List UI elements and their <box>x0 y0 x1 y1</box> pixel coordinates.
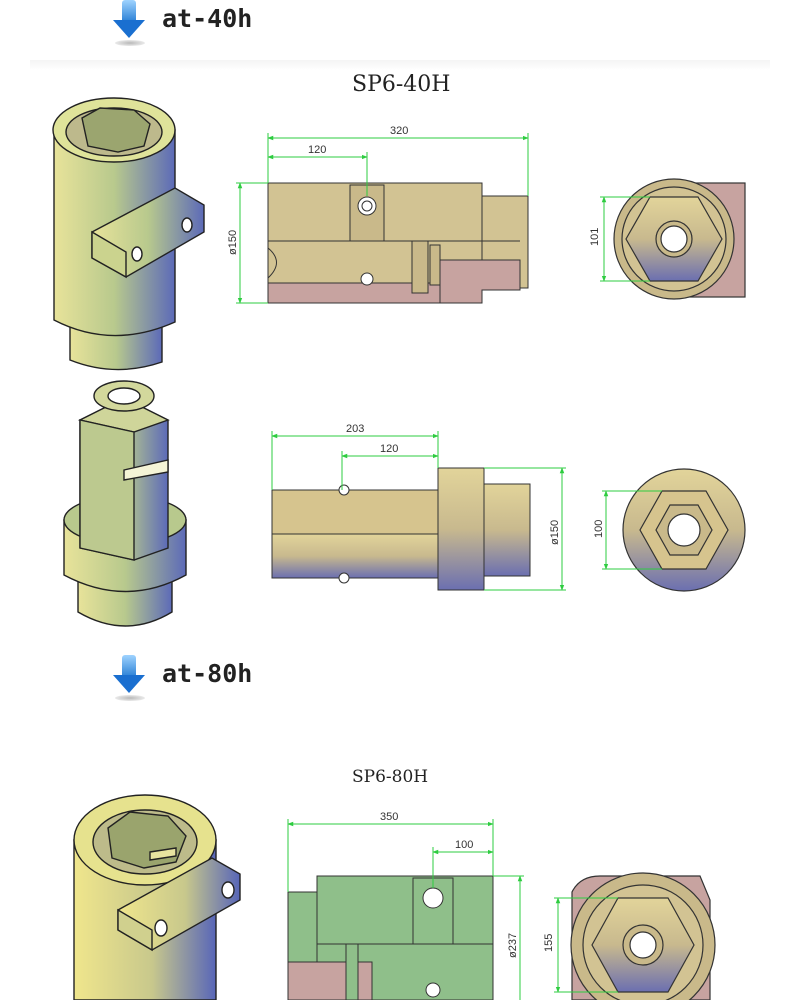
section-label: at-40h <box>162 4 253 33</box>
socket-3d-render-80h <box>73 794 241 1000</box>
socket-3d-render <box>52 97 205 371</box>
dim-diameter-label: ø237 <box>507 933 519 958</box>
section-header-at-40h: at-40h <box>0 0 800 50</box>
dim-length-label: 350 <box>380 811 398 823</box>
dim-offset-label: 120 <box>308 144 326 156</box>
dim-end-size-label: 100 <box>593 520 605 538</box>
end-view-drawing-80h <box>570 872 716 1000</box>
dim-length-label: 203 <box>346 423 364 435</box>
section-header-at-80h: at-80h <box>0 655 800 705</box>
dim-offset-label: 100 <box>455 839 473 851</box>
side-view-drawing-80h <box>287 875 494 1000</box>
dim-offset-label: 120 <box>380 443 398 455</box>
blue-down-arrow-icon <box>113 655 147 701</box>
dim-length-label: 320 <box>390 125 408 137</box>
divider <box>30 60 770 70</box>
side-view-dimensions: 320 120 ø150 <box>227 125 529 304</box>
side-view-drawing <box>267 182 529 304</box>
end-view-dimensions: 101 <box>589 196 650 282</box>
shank-side-view-dimensions: 203 120 ø150 <box>271 423 566 591</box>
drawing-title-sp6-80h: SP6-80H <box>352 767 429 787</box>
shank-3d-render <box>63 380 187 627</box>
side-view-dimensions-80h: 350 100 ø237 <box>287 811 524 1000</box>
drawing-title-sp6-40h: SP6-40H <box>352 72 451 97</box>
end-view-dimensions-80h: 155 <box>543 897 618 993</box>
dim-end-size-label: 155 <box>543 934 555 952</box>
blue-down-arrow-icon <box>113 0 147 46</box>
dim-diameter-label: ø150 <box>227 230 239 255</box>
section-label: at-80h <box>162 659 253 688</box>
end-view-drawing <box>613 178 746 300</box>
shank-side-view-drawing <box>271 467 531 591</box>
shank-end-view-drawing <box>622 468 746 592</box>
shank-end-view-dimensions: 100 <box>593 490 662 570</box>
dim-end-size-label: 101 <box>589 228 601 246</box>
dim-diameter-label: ø150 <box>549 520 561 545</box>
